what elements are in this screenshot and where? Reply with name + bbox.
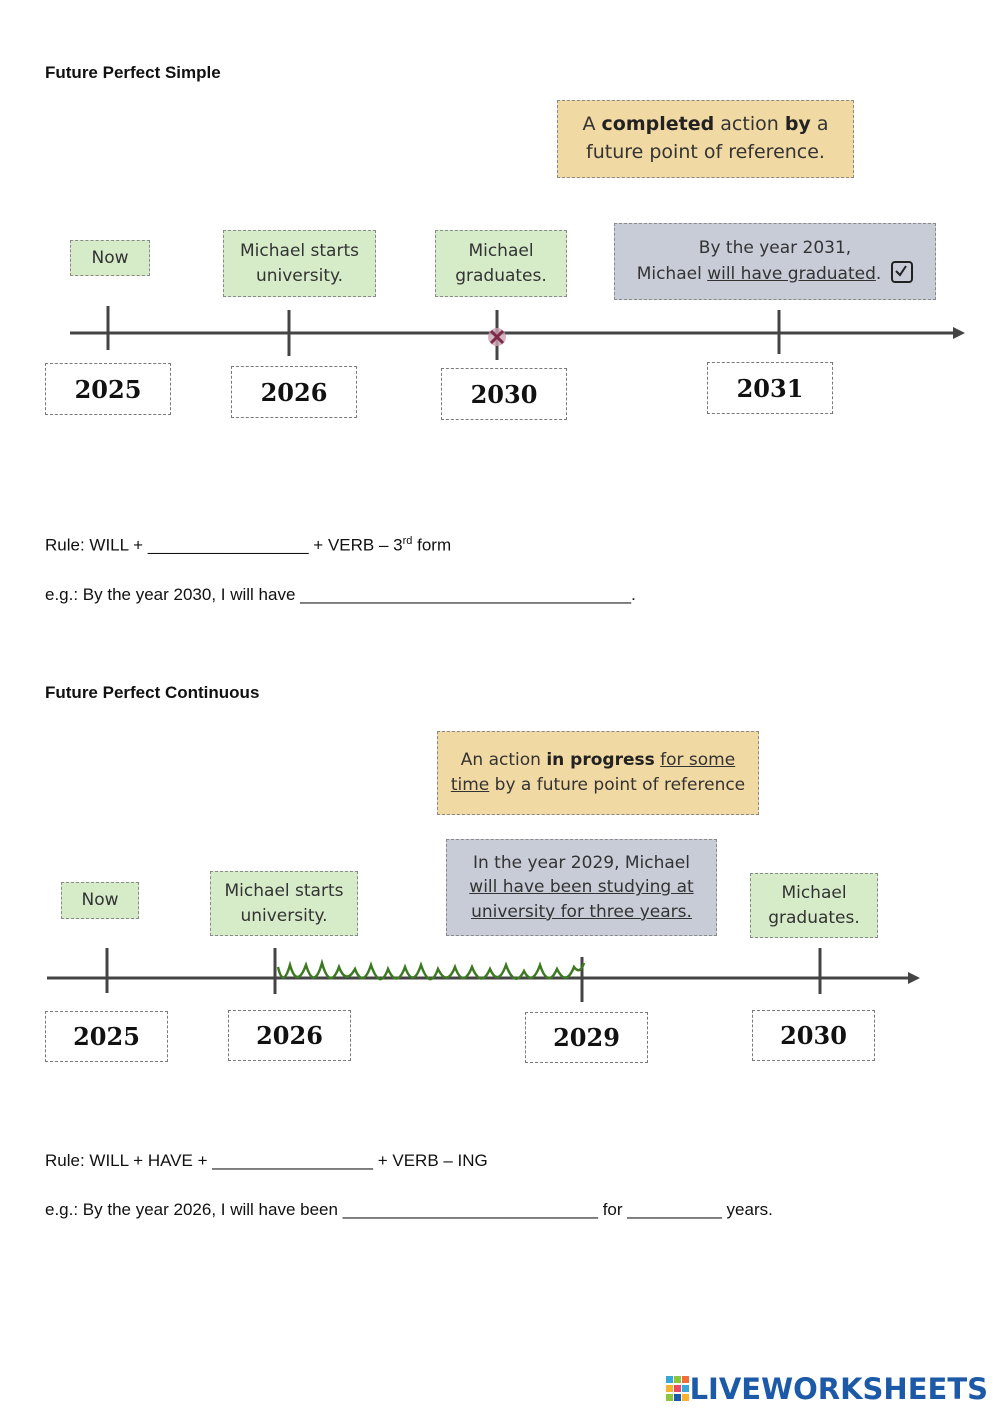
graduates-label-2: Michael graduates. bbox=[750, 873, 878, 938]
example-blank-years[interactable]: __________ bbox=[627, 1200, 722, 1219]
example-box: By the year 2031, Michael will have grad… bbox=[614, 223, 936, 300]
example-underlined: university for three years. bbox=[471, 901, 692, 922]
rule-text: form bbox=[412, 535, 452, 555]
rule-text: + VERB – 3 bbox=[308, 535, 403, 555]
now-label-2: Now bbox=[61, 882, 139, 919]
example-sentence: for bbox=[597, 1200, 628, 1219]
year-box-2025-b: 2025 bbox=[45, 1011, 168, 1062]
definition-underlined: time bbox=[450, 775, 490, 795]
brand-name: LIVEWORKSHEETS bbox=[689, 1372, 988, 1406]
year-box-2029-b: 2029 bbox=[525, 1012, 648, 1063]
example-text: Michael bbox=[636, 264, 708, 284]
rule-blank[interactable]: _________________ bbox=[147, 535, 309, 555]
example-box-2: In the year 2029, Michael will have been… bbox=[446, 839, 717, 936]
section1-heading: Future Perfect Simple bbox=[45, 63, 221, 82]
rule-text: Rule: WILL + bbox=[45, 535, 148, 555]
section2-heading: Future Perfect Continuous bbox=[45, 683, 260, 702]
example-blank[interactable]: ___________________________________ bbox=[300, 585, 632, 604]
example-line-1: e.g.: By the year 2030, I will have ____… bbox=[45, 585, 636, 605]
year-box-2030-b: 2030 bbox=[752, 1010, 875, 1061]
rule-superscript: rd bbox=[402, 535, 413, 547]
brand-grid-icon bbox=[665, 1376, 689, 1401]
definition-text: A bbox=[582, 113, 602, 136]
arrow-head-icon bbox=[908, 972, 920, 984]
definition-text: action bbox=[714, 113, 785, 136]
definition-text: a bbox=[810, 113, 829, 136]
example-sentence: e.g.: By the year 2026, I will have been bbox=[45, 1200, 343, 1219]
arrow-head-icon bbox=[953, 327, 965, 339]
rule-text: Rule: WILL + HAVE + bbox=[45, 1151, 213, 1170]
progress-wave bbox=[276, 958, 586, 981]
definition-text: An action bbox=[460, 750, 547, 771]
example-blank[interactable]: ___________________________ bbox=[342, 1200, 598, 1219]
example-underlined: will have graduated bbox=[707, 264, 876, 284]
starts-university-label-2: Michael starts university. bbox=[210, 871, 358, 936]
example-sentence: . bbox=[631, 585, 636, 604]
definition-bold-by: by bbox=[784, 113, 811, 136]
example-underlined: will have been studying at bbox=[469, 877, 694, 898]
timeline-2 bbox=[47, 948, 920, 1002]
checkbox-icon bbox=[891, 261, 914, 283]
graduates-label: Michael graduates. bbox=[435, 230, 567, 297]
year-box-2030: 2030 bbox=[441, 368, 567, 420]
example-text: In the year 2029, Michael bbox=[472, 852, 690, 873]
definition-bold-in-progress: in progress bbox=[546, 750, 655, 771]
rule-text: + VERB – ING bbox=[372, 1151, 488, 1170]
example-sentence: e.g.: By the year 2030, I will have bbox=[45, 585, 301, 604]
cross-mark-icon bbox=[488, 328, 506, 346]
rule-blank[interactable]: _________________ bbox=[212, 1151, 373, 1170]
year-box-2031: 2031 bbox=[707, 362, 833, 414]
year-box-2025: 2025 bbox=[45, 363, 171, 415]
definition-text: future point of reference. bbox=[586, 141, 825, 163]
definition-box-2: An action in progress for some time by a… bbox=[437, 731, 759, 815]
year-box-2026: 2026 bbox=[231, 366, 357, 418]
definition-box: A completed action by a future point of … bbox=[557, 100, 854, 178]
timeline-1 bbox=[70, 306, 965, 360]
rule-line-2: Rule: WILL + HAVE + _________________ + … bbox=[45, 1151, 488, 1171]
example-text: By the year 2031, bbox=[698, 238, 852, 259]
starts-university-label: Michael starts university. bbox=[223, 230, 376, 297]
year-box-2026-b: 2026 bbox=[228, 1010, 351, 1061]
brand-logo: LIVEWORKSHEETS bbox=[665, 1372, 988, 1406]
rule-line-1: Rule: WILL + _________________ + VERB – … bbox=[45, 535, 451, 556]
definition-text: by a future point of reference bbox=[489, 775, 746, 795]
example-text: . bbox=[875, 264, 882, 284]
example-line-2: e.g.: By the year 2026, I will have been… bbox=[45, 1200, 773, 1220]
definition-bold-completed: completed bbox=[601, 113, 715, 136]
definition-underlined: for some bbox=[660, 750, 736, 771]
now-label: Now bbox=[70, 240, 150, 276]
example-sentence: years. bbox=[721, 1200, 773, 1219]
